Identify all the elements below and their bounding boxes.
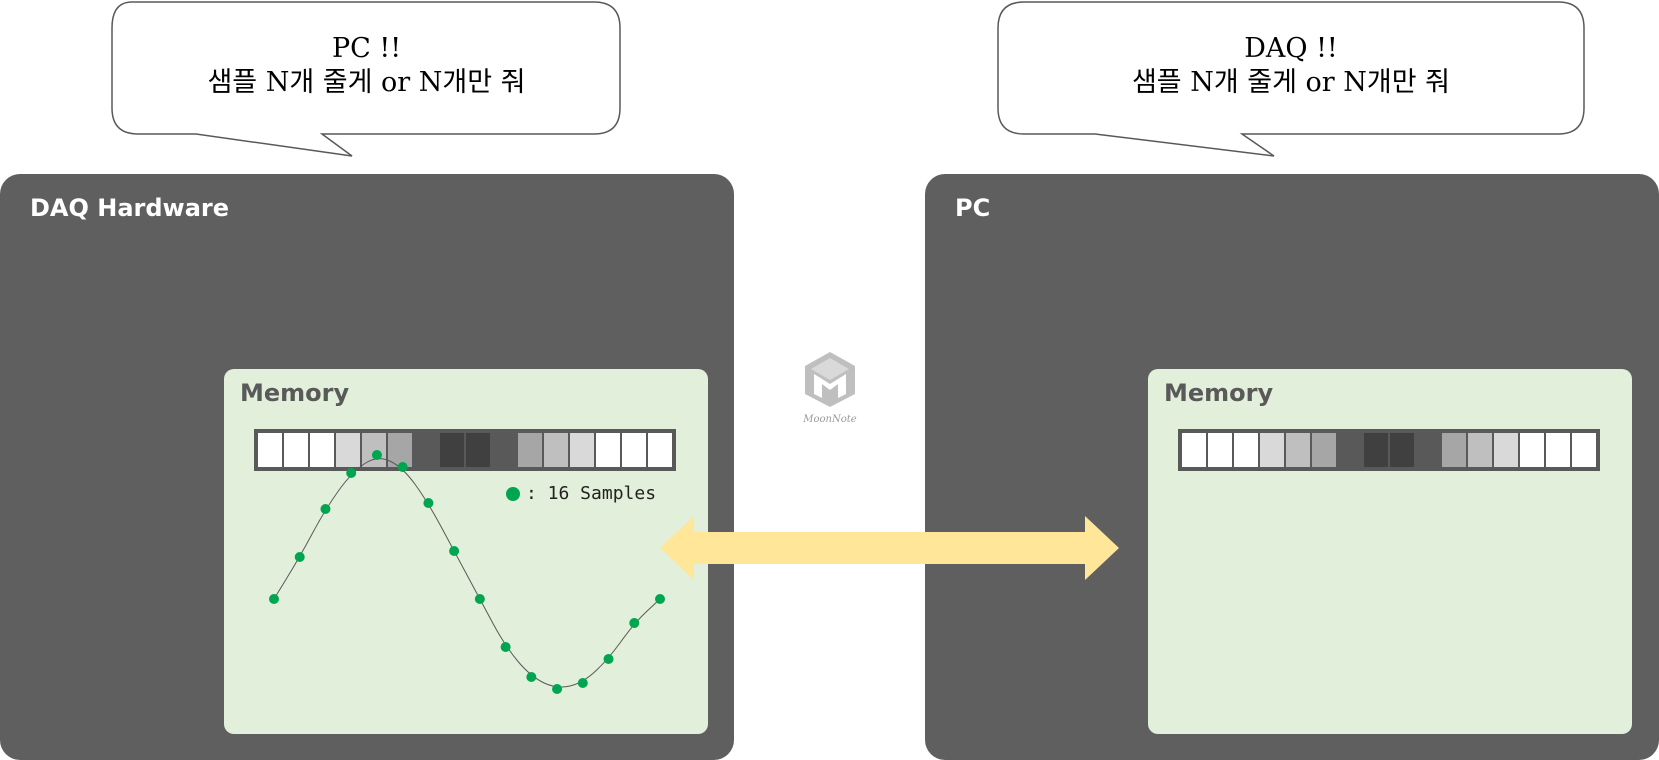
moonnote-logo: MoonNote xyxy=(790,350,870,425)
memory-cell xyxy=(1494,433,1518,467)
bubble-left-text: PC !! 샘플 N개 줄게 or N개만 줘 xyxy=(113,32,620,100)
sample-point xyxy=(552,684,563,694)
sample-point xyxy=(526,672,537,682)
sample-dot-icon xyxy=(506,486,520,501)
memory-cell xyxy=(1338,433,1362,467)
memory-cell xyxy=(466,433,490,467)
memory-cell xyxy=(1182,433,1206,467)
sample-point xyxy=(449,546,460,556)
memory-cell xyxy=(622,433,646,467)
memory-cell xyxy=(388,433,412,467)
bubble-left-line1: PC !! xyxy=(331,33,402,64)
memory-cell xyxy=(544,433,568,467)
samples-legend: : 16 Samples xyxy=(506,483,656,504)
memory-cell xyxy=(1312,433,1336,467)
samples-legend-text: : 16 Samples xyxy=(526,483,657,504)
sample-point xyxy=(655,594,665,604)
hardware-memory-cells xyxy=(254,429,676,471)
memory-cell xyxy=(1208,433,1232,467)
sample-point xyxy=(603,654,614,664)
bubble-left-shape xyxy=(111,1,621,157)
memory-cell xyxy=(336,433,360,467)
pc-memory-cells xyxy=(1178,429,1600,471)
sample-point xyxy=(269,594,279,604)
sample-point xyxy=(474,594,485,604)
sample-point xyxy=(294,552,305,562)
bubble-right-line2: 샘플 N개 줄게 or N개만 줘 xyxy=(1131,67,1451,98)
memory-cell xyxy=(1468,433,1492,467)
memory-cell xyxy=(414,433,438,467)
memory-cell xyxy=(440,433,464,467)
daq-hardware-title: DAQ Hardware xyxy=(30,194,230,222)
sample-point xyxy=(346,468,357,478)
memory-cell xyxy=(284,433,308,467)
pc-title: PC xyxy=(955,194,991,222)
memory-cell xyxy=(1520,433,1544,467)
sample-point xyxy=(371,450,382,460)
sample-point xyxy=(320,504,331,514)
pc-memory-block: Memory xyxy=(1148,369,1632,734)
memory-cell xyxy=(1234,433,1258,467)
memory-cell xyxy=(362,433,386,467)
sample-point xyxy=(577,678,588,688)
sample-point xyxy=(500,642,511,652)
bubble-right-shape xyxy=(997,1,1585,157)
memory-cell xyxy=(1442,433,1466,467)
double-arrow-icon xyxy=(660,516,1119,580)
memory-cell xyxy=(492,433,516,467)
sample-point xyxy=(423,498,434,508)
memory-cell xyxy=(1390,433,1414,467)
bubble-left-line2: 샘플 N개 줄게 or N개만 줘 xyxy=(207,67,526,98)
pc-panel: PC Memory xyxy=(925,174,1659,760)
memory-cell xyxy=(1572,433,1596,467)
sample-point xyxy=(629,618,640,628)
memory-cell xyxy=(1416,433,1440,467)
memory-cell xyxy=(1364,433,1388,467)
hardware-memory-label: Memory xyxy=(240,379,350,407)
memory-cell xyxy=(1286,433,1310,467)
pc-memory-label: Memory xyxy=(1164,379,1274,407)
memory-cell xyxy=(1546,433,1570,467)
memory-cell xyxy=(596,433,620,467)
memory-cell xyxy=(310,433,334,467)
moonnote-logo-icon xyxy=(805,352,855,407)
bubble-right-line1: DAQ !! xyxy=(1244,33,1338,64)
waveform-samples xyxy=(269,450,665,694)
bubble-right-text: DAQ !! 샘플 N개 줄게 or N개만 줘 xyxy=(998,32,1584,100)
memory-cell xyxy=(570,433,594,467)
memory-cell xyxy=(518,433,542,467)
memory-cell xyxy=(258,433,282,467)
memory-cell xyxy=(648,433,672,467)
memory-cell xyxy=(1260,433,1284,467)
moonnote-logo-text: MoonNote xyxy=(803,414,857,425)
sample-point xyxy=(397,462,408,472)
hardware-memory-block: Memory : 16 Samples xyxy=(224,369,708,734)
